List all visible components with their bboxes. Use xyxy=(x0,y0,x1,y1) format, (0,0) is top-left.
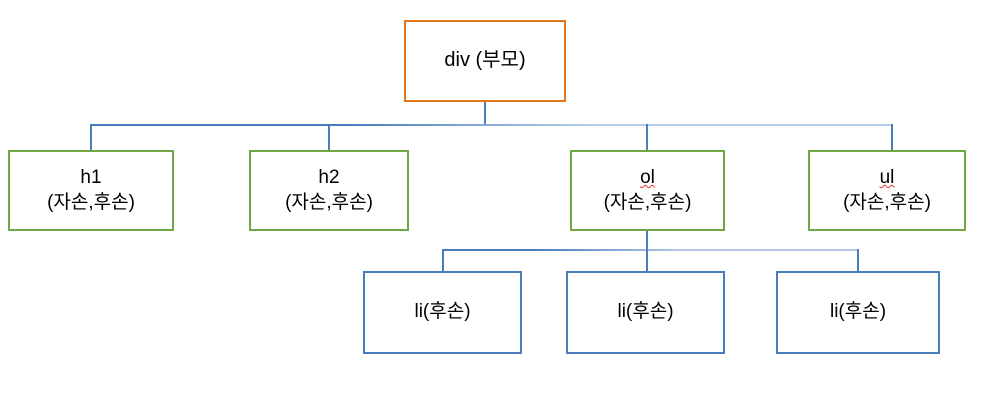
node-li-2[interactable]: li(후손) xyxy=(566,271,725,354)
node-li-3[interactable]: li(후손) xyxy=(776,271,940,354)
connector-drop-h2 xyxy=(328,124,330,151)
node-h1-relation: (자손,후손) xyxy=(47,191,135,213)
node-h2-relation: (자손,후손) xyxy=(285,191,373,213)
node-h2-tag: h2 xyxy=(318,167,340,189)
node-ol[interactable]: ol (자손,후손) xyxy=(570,150,725,231)
node-ol-tag: ol xyxy=(640,166,655,190)
node-h2[interactable]: h2 (자손,후손) xyxy=(249,150,409,231)
connector-drop-ul xyxy=(891,124,893,151)
node-h1-tag: h1 xyxy=(80,167,102,189)
node-ul-tag: ul xyxy=(880,166,895,190)
node-ul-tag-text: ul xyxy=(879,167,895,189)
node-div-parent[interactable]: div (부모) xyxy=(404,20,566,102)
connector-drop-h1 xyxy=(90,124,92,151)
node-ol-tag-text: ol xyxy=(640,167,655,189)
node-li-1-label: li(후손) xyxy=(414,301,471,323)
node-ul[interactable]: ul (자손,후손) xyxy=(808,150,966,231)
connector-drop-li1 xyxy=(442,249,444,272)
connector-row3-bus xyxy=(442,249,859,251)
connector-drop-ol xyxy=(646,124,648,151)
connector-root-stem xyxy=(484,102,486,125)
connector-ol-stem xyxy=(646,231,648,250)
connector-drop-li3 xyxy=(857,249,859,272)
node-div-parent-label: div (부모) xyxy=(444,49,526,72)
node-li-3-label: li(후손) xyxy=(829,301,887,323)
node-ul-relation: (자손,후손) xyxy=(843,191,931,213)
node-li-2-label: li(후손) xyxy=(617,301,674,323)
connector-drop-li2 xyxy=(646,249,648,272)
node-ol-relation: (자손,후손) xyxy=(603,191,692,213)
node-h1[interactable]: h1 (자손,후손) xyxy=(8,150,174,231)
node-li-1[interactable]: li(후손) xyxy=(363,271,522,354)
connector-row2-bus xyxy=(90,124,893,126)
